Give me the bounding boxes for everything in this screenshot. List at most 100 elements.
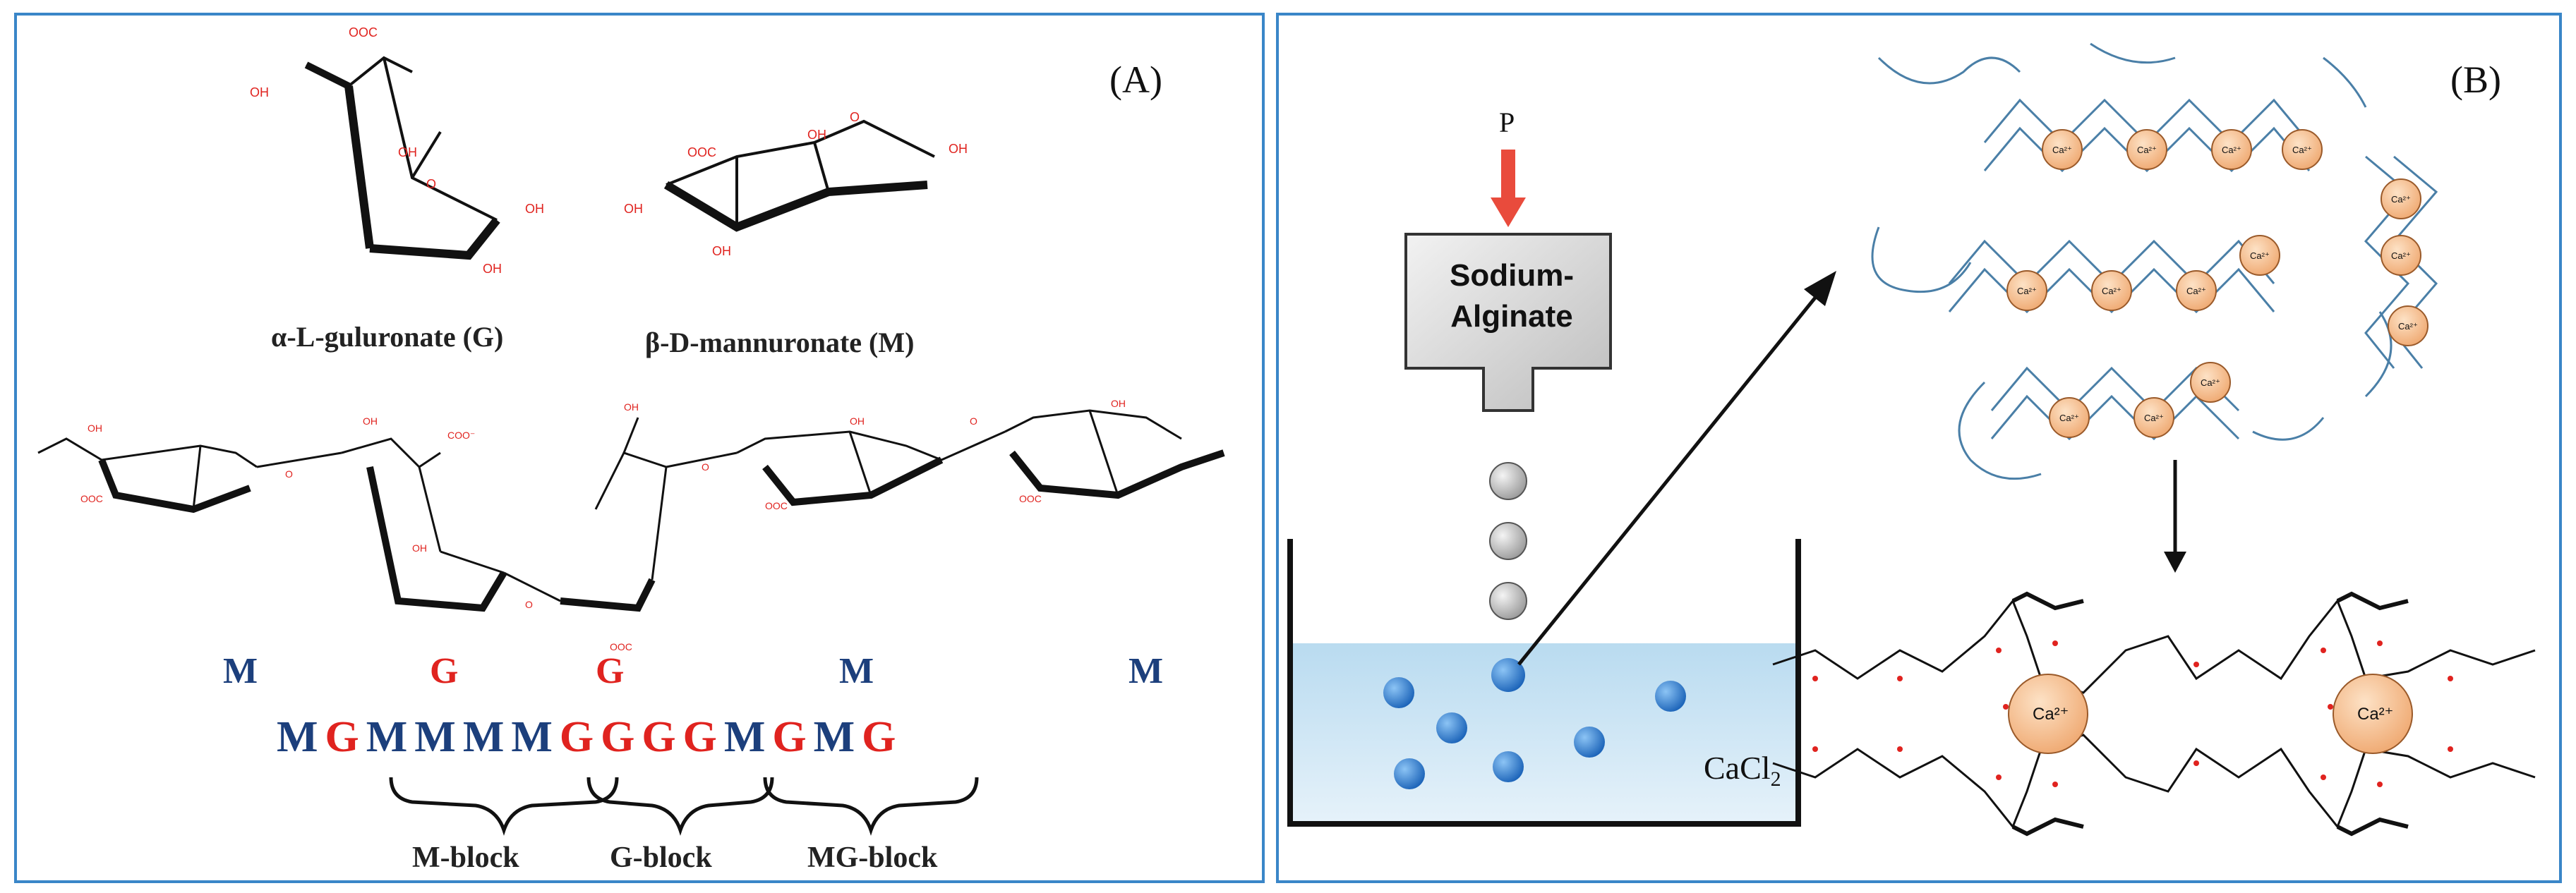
mannuronate-caption: β-D-mannuronate (M) [645, 327, 915, 358]
sequence-residue: G [772, 713, 807, 761]
block-label-m: M-block [412, 842, 519, 874]
calcium-ion [2381, 235, 2421, 276]
calcium-ion-label: Ca²⁺ [2292, 145, 2312, 155]
nozzle-label-line1: Sodium- [1450, 258, 1574, 293]
calcium-ion-label: Ca²⁺ [2059, 413, 2079, 423]
carboxylate-label: OOC [687, 145, 716, 159]
cacl2-solution [1290, 643, 1798, 824]
calcium-ion [2133, 397, 2174, 438]
block-label-g: G-block [610, 842, 712, 874]
sequence-residue: G [559, 713, 594, 761]
ring-oxygen-label: O [702, 461, 709, 473]
hydroxyl-label: OH [712, 244, 731, 258]
ring-oxygen-label: O [426, 177, 436, 191]
calcium-ion-label: Ca²⁺ [2391, 194, 2411, 205]
sequence-residue: G [862, 713, 896, 761]
calcium-ion-label: Ca²⁺ [2250, 250, 2270, 261]
chain-atoms: OH OOC O OH COO⁻ OH O OH OOC O OH OOC O … [80, 398, 1126, 652]
panel-b: (B) [1276, 13, 2562, 883]
brace-g-block [586, 777, 774, 836]
calcium-ion-large [2333, 674, 2413, 754]
guluronate-atoms: OOC OH OH O OH OH [250, 25, 544, 276]
panel-a-label: (A) [1109, 59, 1162, 101]
calcium-ion-label: Ca²⁺ [2033, 705, 2069, 724]
bath-label-main: CaCl [1704, 750, 1771, 786]
calcium-ion [2239, 235, 2280, 276]
residue-label: M [839, 651, 874, 691]
sequence-residue: M [462, 713, 505, 761]
sequence-residue: M [366, 713, 408, 761]
hydroxyl-label: OH [1111, 398, 1126, 409]
panel-a: (A) OOC OH OH O OH OH OOC OH [14, 13, 1265, 883]
guluronate-ring [304, 56, 500, 260]
sequence-residue: G [325, 713, 359, 761]
ring-oxygen-label: O [525, 599, 533, 610]
calcium-ion-label: Ca²⁺ [2357, 705, 2393, 724]
calcium-ion-label: Ca²⁺ [2391, 250, 2411, 261]
calcium-ion-label: Ca²⁺ [2017, 286, 2037, 296]
carboxylate-label: OOC [1019, 493, 1042, 504]
sequence-residue: M [277, 713, 318, 761]
carboxylate-label: OOC [80, 493, 103, 504]
hydroxyl-label: OH [398, 145, 417, 159]
calcium-ion [2211, 129, 2252, 170]
calcium-ion [2126, 129, 2167, 170]
calcium-ion-label: Ca²⁺ [2137, 145, 2157, 155]
panel-b-label: (B) [2450, 59, 2501, 101]
ring-oxygen-label: O [970, 415, 977, 427]
calcium-ion-label: Ca²⁺ [2052, 145, 2072, 155]
sequence-residue: G [601, 713, 635, 761]
alginate-drop [1489, 522, 1527, 560]
calcium-ion [2006, 270, 2047, 311]
hydroxyl-label: OH [850, 415, 865, 427]
residue-label: M [1128, 651, 1164, 691]
gelation-scheme: Ca²⁺ Ca²⁺ Ca²⁺ Ca²⁺ Ca²⁺ Ca²⁺ Ca²⁺ Ca²⁺ Ca²⁺ Ca²⁺… [1287, 42, 2536, 837]
zoom-arrow [1517, 271, 1836, 666]
beaker [1287, 539, 1801, 827]
monomer-structures: OOC OH OH O OH OH OOC OH O OH OH OH [37, 25, 1225, 836]
block-braces [389, 777, 979, 836]
ring-oxygen-label: O [850, 110, 860, 124]
sequence-residue: M [414, 713, 456, 761]
egg-box-structure [1772, 591, 2536, 837]
bath-label-sub: 2 [1770, 767, 1781, 791]
calcium-ion-large [2008, 674, 2088, 754]
mannuronate-ring [663, 119, 935, 232]
mannuronate-atoms: OOC OH O OH OH OH [624, 110, 968, 258]
residue-label: G [430, 651, 459, 691]
down-arrow [2164, 460, 2186, 573]
hydroxyl-label: OH [88, 423, 102, 434]
sequence-residue: G [682, 713, 717, 761]
pressure-label: P [1499, 107, 1515, 138]
sequence-residue: M [723, 713, 766, 761]
calcium-ion [2176, 270, 2217, 311]
hydroxyl-label: OH [807, 128, 826, 142]
alginate-drop [1489, 462, 1527, 500]
hydroxyl-label: OH [250, 85, 269, 99]
brace-mg-block [763, 777, 979, 836]
calcium-ion-label: Ca²⁺ [2102, 286, 2121, 296]
alginate-drop [1489, 582, 1527, 620]
bath-label: CaCl2 [1704, 749, 1781, 791]
sodium-alginate-nozzle [1404, 233, 1612, 412]
alginate-chain [37, 409, 1225, 612]
hydroxyl-label: OH [412, 542, 427, 554]
calcium-ion [2388, 305, 2428, 346]
sequence-residue: G [642, 713, 676, 761]
block-label-mg: MG-block [807, 842, 938, 874]
calcium-ion [2091, 270, 2132, 311]
carboxylate-label: OOC [349, 25, 378, 40]
guluronate-caption: α-L-guluronate (G) [271, 321, 504, 353]
egg-box-oxygens [1812, 640, 2453, 787]
hydroxyl-label: OH [525, 202, 544, 216]
calcium-ion-label: Ca²⁺ [2222, 145, 2241, 155]
carboxylate-label: OOC [765, 500, 788, 511]
calcium-ion [2381, 178, 2421, 219]
carboxylate-label: COO⁻ [447, 430, 475, 441]
residue-label: G [596, 651, 625, 691]
calcium-ion-label: Ca²⁺ [2398, 321, 2418, 332]
ring-oxygen-label: O [285, 468, 293, 480]
residue-label: M [223, 651, 258, 691]
calcium-ion [2190, 362, 2231, 403]
